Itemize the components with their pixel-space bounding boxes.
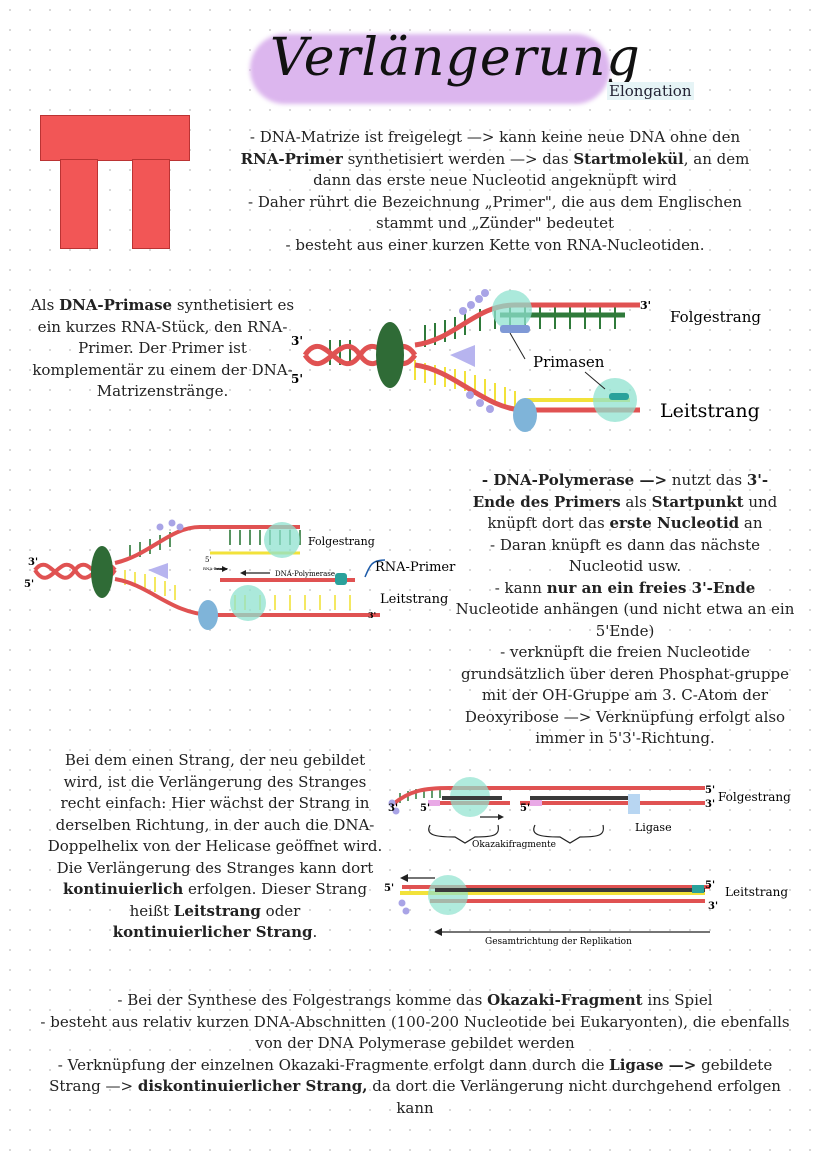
polymerase-text: - DNA-Polymerase —> nutzt das 3'- Ende d… <box>455 471 795 747</box>
replication-fork-figure-1: 3' 3' 5' Folgestrang Leitstrang Primasen <box>291 289 761 432</box>
primase-text: Als DNA-Primase synthetisiert es ein kur… <box>30 296 295 400</box>
label-leitstrang: Leitstrang <box>660 400 760 422</box>
label-gesamtrichtung: Gesamtrichtung der Replikation <box>485 937 632 947</box>
replication-fork-figure-2: 3' 5' 5' 3' RNA-Primer DNA-Polymerase Fo… <box>24 519 456 630</box>
intro-text: - DNA-Matrize ist freigelegt —> kann kei… <box>240 128 750 254</box>
label-5prime: 5' <box>705 880 715 891</box>
leitstrang-text: Bei dem einen Strang, der neu gebildet w… <box>47 751 383 941</box>
folgestrang-text: - Bei der Synthese des Folgestrangs komm… <box>40 991 790 1117</box>
title-highlight <box>250 34 610 104</box>
label-leitstrang: Leitstrang <box>380 592 448 607</box>
pi-logo-icon <box>40 115 190 249</box>
label-5prime: 5' <box>420 803 430 814</box>
title-area: Verlängerung <box>240 20 640 120</box>
label-rna-primer-small: RNA-Primer <box>203 566 228 571</box>
label-5prime: 5' <box>384 883 394 894</box>
label-primasen: Primasen <box>533 353 605 371</box>
label-3prime: 3' <box>640 299 651 312</box>
label-5prime: 5' <box>205 556 211 564</box>
label-3prime: 3' <box>368 610 376 620</box>
label-5prime: 5' <box>520 803 530 814</box>
label-5prime: 5' <box>705 785 715 796</box>
page-subtitle: Elongation <box>607 82 694 100</box>
label-3prime: 3' <box>388 803 398 814</box>
okazaki-figure: 3' 5' 5' 5' 3' Folgestrang Ligase Okazak… <box>384 777 791 947</box>
label-folgestrang: Folgestrang <box>308 535 375 548</box>
page-title: Verlängerung <box>270 28 641 88</box>
label-folgestrang: Folgestrang <box>670 308 761 326</box>
label-okazakifragmente: Okazakifragmente <box>472 840 556 850</box>
label-5prime: 5' <box>24 579 34 590</box>
label-5prime: 5' <box>291 372 303 386</box>
label-3prime: 3' <box>291 334 303 348</box>
label-folgestrang: Folgestrang <box>718 790 791 804</box>
label-ligase: Ligase <box>635 821 672 834</box>
label-3prime: 3' <box>705 799 715 810</box>
label-leitstrang: Leitstrang <box>725 885 788 899</box>
label-3prime: 3' <box>708 901 718 912</box>
label-3prime: 3' <box>28 557 38 568</box>
label-rna-primer: RNA-Primer <box>375 560 456 575</box>
label-dna-polymerase: DNA-Polymerase <box>275 570 335 578</box>
